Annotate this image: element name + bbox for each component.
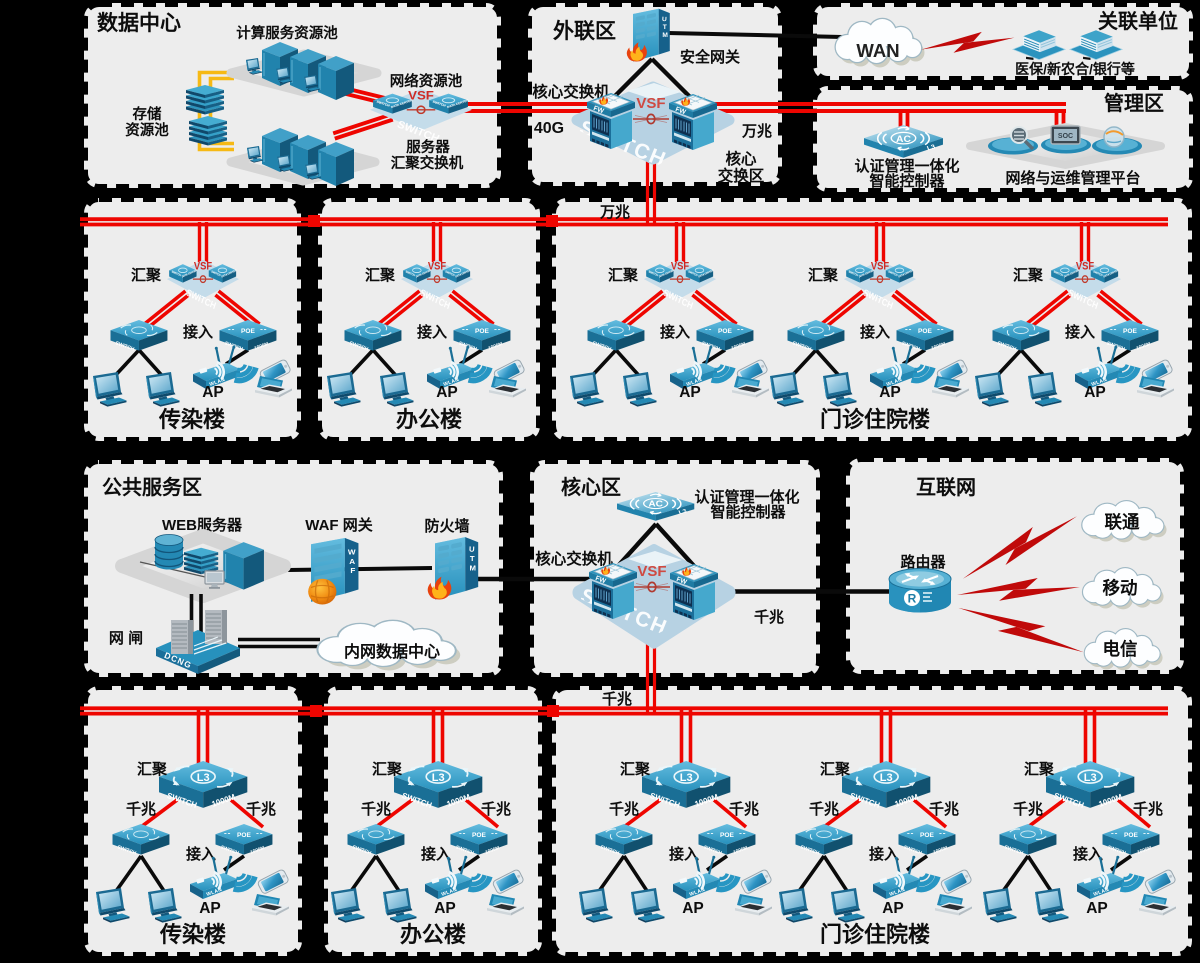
- svg-text:外联区: 外联区: [553, 19, 616, 43]
- svg-text:医保/新农合/银行等: 医保/新农合/银行等: [1015, 61, 1135, 77]
- svg-text:认证管理一体化: 认证管理一体化: [854, 157, 959, 175]
- svg-text:门诊住院楼: 门诊住院楼: [820, 922, 930, 947]
- svg-text:WAN: WAN: [856, 40, 899, 61]
- svg-text:交换区: 交换区: [718, 166, 765, 185]
- svg-text:移动: 移动: [1103, 578, 1138, 598]
- svg-text:汇聚: 汇聚: [808, 267, 839, 284]
- svg-text:40G: 40G: [534, 120, 564, 137]
- svg-text:关联单位: 关联单位: [1098, 9, 1178, 33]
- svg-text:千兆: 千兆: [609, 801, 639, 818]
- svg-text:汇聚: 汇聚: [1013, 267, 1044, 284]
- svg-text:存储: 存储: [133, 105, 162, 123]
- svg-text:接入: 接入: [669, 845, 699, 863]
- svg-text:汇聚: 汇聚: [620, 761, 651, 778]
- svg-text:千兆: 千兆: [602, 691, 632, 708]
- svg-text:接入: 接入: [186, 845, 216, 863]
- svg-text:办公楼: 办公楼: [396, 407, 462, 432]
- svg-text:接入: 接入: [1065, 323, 1095, 341]
- svg-text:千兆: 千兆: [126, 801, 156, 818]
- svg-text:千兆: 千兆: [361, 801, 391, 818]
- svg-text:智能控制器: 智能控制器: [869, 172, 945, 190]
- svg-text:核心: 核心: [725, 149, 757, 168]
- svg-text:千兆: 千兆: [754, 609, 784, 626]
- svg-text:认证管理一体化: 认证管理一体化: [694, 488, 799, 506]
- svg-text:路由器: 路由器: [900, 553, 946, 571]
- svg-text:门诊住院楼: 门诊住院楼: [820, 407, 930, 432]
- svg-text:接入: 接入: [1073, 845, 1103, 863]
- svg-text:千兆: 千兆: [246, 801, 276, 818]
- svg-text:SOC: SOC: [1058, 133, 1073, 140]
- svg-text:核心交换机: 核心交换机: [532, 82, 610, 101]
- svg-text:传染楼: 传染楼: [158, 407, 225, 432]
- svg-text:安全网关: 安全网关: [680, 48, 740, 66]
- svg-text:AP: AP: [436, 384, 458, 401]
- svg-text:防火墙: 防火墙: [424, 517, 469, 535]
- svg-text:AP: AP: [1084, 384, 1106, 401]
- svg-text:WEB服务器: WEB服务器: [162, 516, 243, 534]
- svg-text:网络与运维管理平台: 网络与运维管理平台: [1005, 169, 1140, 187]
- svg-text:汇聚交换机: 汇聚交换机: [391, 154, 464, 172]
- svg-text:汇聚: 汇聚: [131, 267, 162, 284]
- svg-text:联通: 联通: [1105, 512, 1140, 532]
- svg-text:AP: AP: [1086, 900, 1108, 917]
- svg-text:AP: AP: [879, 384, 901, 401]
- svg-text:万兆: 万兆: [741, 123, 772, 140]
- svg-text:千兆: 千兆: [809, 801, 839, 818]
- svg-text:千兆: 千兆: [1013, 801, 1043, 818]
- svg-text:资源池: 资源池: [125, 121, 169, 139]
- svg-text:计算服务资源池: 计算服务资源池: [236, 24, 338, 42]
- svg-text:核心区: 核心区: [561, 475, 621, 499]
- svg-text:内网数据中心: 内网数据中心: [344, 642, 440, 661]
- svg-text:汇聚: 汇聚: [820, 761, 851, 778]
- svg-text:核心交换机: 核心交换机: [535, 549, 613, 568]
- svg-text:AP: AP: [679, 384, 701, 401]
- svg-text:千兆: 千兆: [929, 801, 959, 818]
- svg-text:电信: 电信: [1103, 639, 1138, 659]
- svg-text:服务器: 服务器: [406, 138, 450, 156]
- svg-text:互联网: 互联网: [916, 476, 976, 499]
- svg-text:接入: 接入: [860, 323, 890, 341]
- svg-text:AP: AP: [202, 384, 224, 401]
- svg-text:AP: AP: [882, 900, 904, 917]
- svg-text:AP: AP: [434, 900, 456, 917]
- svg-text:网络资源池: 网络资源池: [390, 72, 463, 90]
- svg-text:智能控制器: 智能控制器: [710, 503, 786, 521]
- svg-text:千兆: 千兆: [481, 801, 511, 818]
- svg-text:AP: AP: [682, 900, 704, 917]
- svg-text:汇聚: 汇聚: [372, 761, 403, 778]
- svg-text:网 闸: 网 闸: [109, 629, 143, 647]
- svg-text:千兆: 千兆: [1133, 801, 1163, 818]
- svg-text:公共服务区: 公共服务区: [102, 475, 202, 499]
- svg-text:接入: 接入: [183, 323, 213, 341]
- svg-text:传染楼: 传染楼: [159, 922, 226, 947]
- svg-text:接入: 接入: [421, 845, 451, 863]
- svg-text:接入: 接入: [417, 323, 447, 341]
- svg-text:汇聚: 汇聚: [137, 761, 168, 778]
- svg-text:千兆: 千兆: [729, 801, 759, 818]
- svg-text:办公楼: 办公楼: [400, 922, 466, 947]
- svg-text:管理区: 管理区: [1104, 91, 1164, 115]
- svg-text:汇聚: 汇聚: [608, 267, 639, 284]
- svg-text:数据中心: 数据中心: [97, 12, 181, 35]
- svg-text:WAF 网关: WAF 网关: [305, 516, 373, 534]
- svg-text:汇聚: 汇聚: [1024, 761, 1055, 778]
- svg-text:接入: 接入: [660, 323, 690, 341]
- svg-text:AP: AP: [199, 900, 221, 917]
- svg-text:万兆: 万兆: [599, 204, 630, 221]
- svg-text:汇聚: 汇聚: [365, 267, 396, 284]
- svg-text:接入: 接入: [869, 845, 899, 863]
